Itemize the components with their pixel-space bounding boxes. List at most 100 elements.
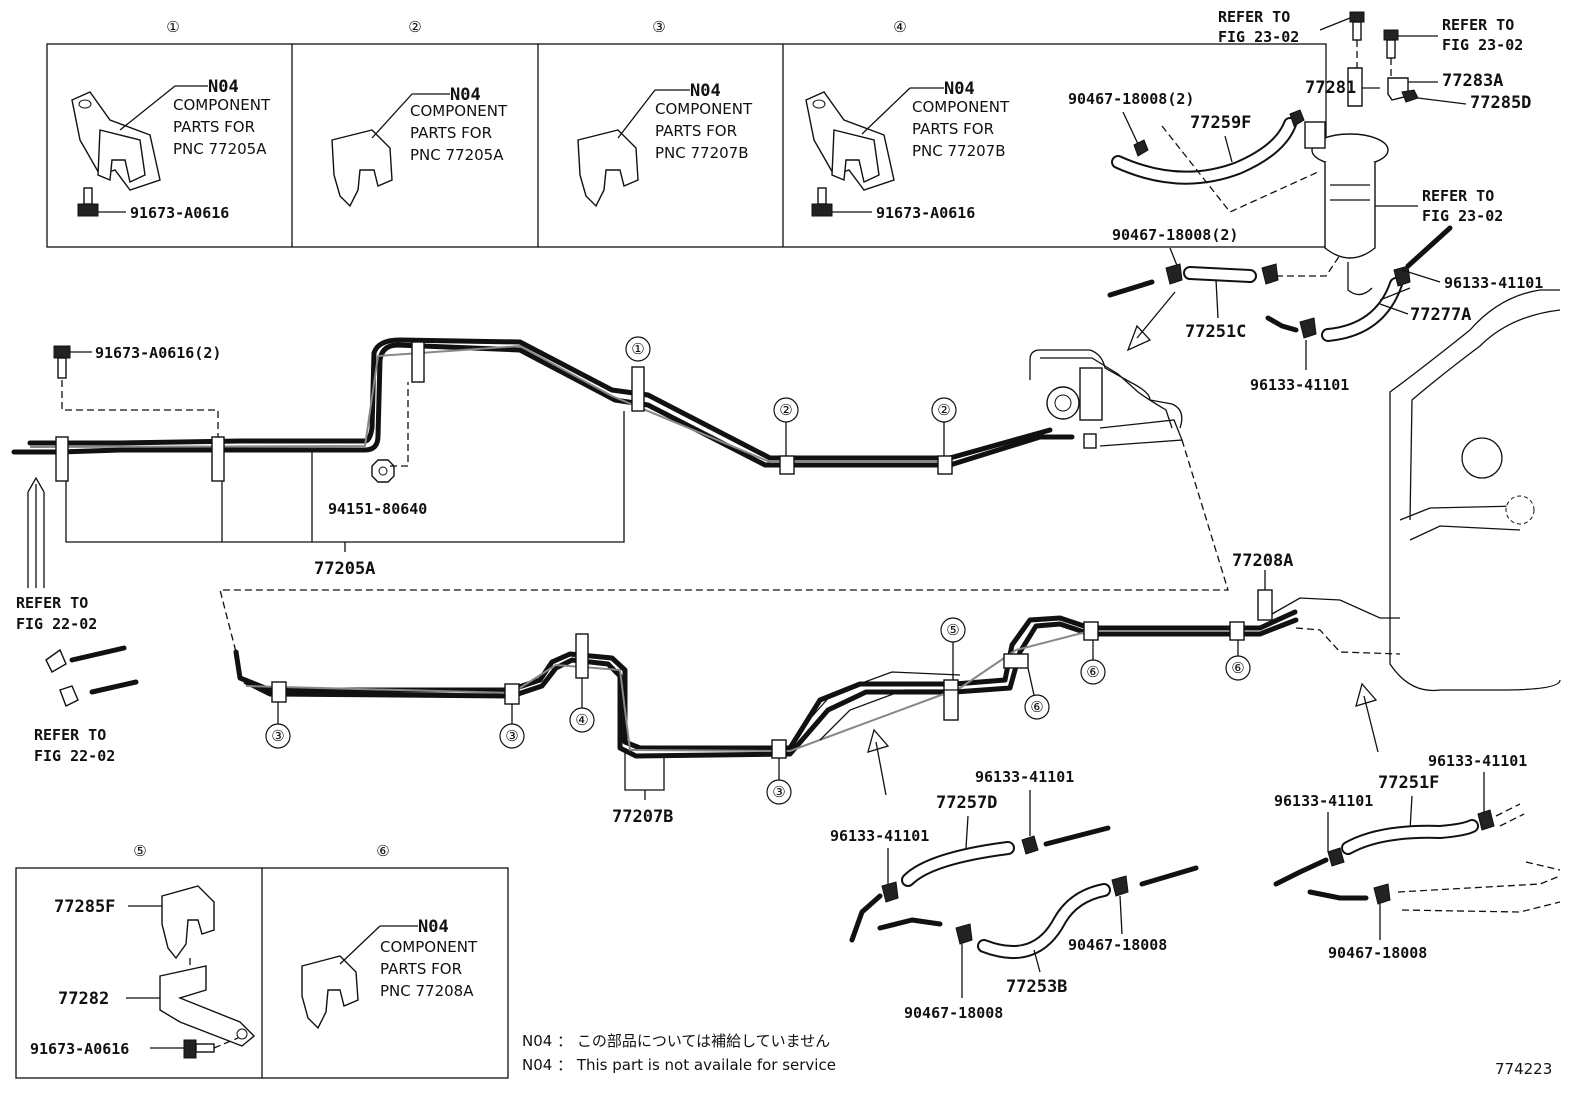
detail-box-1-number: ① [166,18,179,36]
part-96133-41101: 96133-41101 [1274,792,1373,810]
hose-clip-icon [1299,317,1317,339]
callout-2b: ② [937,401,950,419]
part-96133-41101: 96133-41101 [1428,752,1527,770]
hose-clip-icon [1289,109,1305,127]
clip-mark [779,455,795,475]
refer-fig-text: FIG 23-02 [1218,28,1299,46]
hose-clip-icon [45,648,67,673]
fuel-filter-icon [1304,121,1389,296]
part-77253b: 77253B [1006,977,1067,997]
clip-mark [771,739,787,759]
hose-clip-icon [1477,809,1495,831]
note-english: N04 ： This part is not availale for serv… [522,1056,836,1074]
bracket-icon [159,965,256,1047]
clamp-icon [161,885,215,960]
part-96133-41101: 96133-41101 [1250,376,1349,394]
component-text-line1: COMPONENT [173,96,271,114]
n04-code: N04 [450,85,481,105]
note-japanese: N04 ： この部品については補給していません [522,1032,830,1050]
callout-1: ① [631,340,644,358]
n04-code: N04 [690,81,721,101]
component-text-line3: PNC 77207B [655,144,749,162]
part-77205a: 77205A [314,559,375,579]
part-77285f: 77285F [54,897,115,917]
hose-77257d-77253b: 96133-41101 77257D 96133-41101 90467-180… [830,768,1199,1022]
component-text-line3: PNC 77205A [173,140,267,158]
part-77257d: 77257D [936,793,997,813]
callout-6: ⑥ [1030,698,1043,716]
pipe-77207b-77208a: ③ ③ ④ ③ ⑤ ⑥ ⑥ ⑥ 77207B 77208A [233,551,1379,827]
component-text-line3: PNC 77208A [380,982,474,1000]
part-77251c: 77251C [1185,322,1246,342]
component-text-line2: PARTS FOR [380,960,462,978]
detail-box-2-number: ② [408,18,421,36]
figure-number: 774223 [1495,1060,1552,1078]
refer-fig-text: FIG 22-02 [34,747,115,765]
hose-clip-icon [1133,139,1149,157]
hose-clip-icon [1327,847,1345,867]
callout-6b: ⑥ [1086,663,1099,681]
part-91673-a0616-2: 91673-A0616(2) [95,344,221,362]
direction-arrow-icon [1355,682,1379,753]
direction-arrow-icon [1126,291,1176,352]
part-77208a: 77208A [1232,551,1293,571]
detail-box-3-number: ③ [652,18,665,36]
clip-mark [943,679,959,721]
callout-4: ④ [575,711,588,729]
bolt-icon [811,187,833,217]
n04-code: N04 [418,917,449,937]
detail-box-group-top: ① N04 COMPONENT PARTS FOR PNC 77205A 916… [46,18,1327,248]
part-77251f: 77251F [1378,773,1439,793]
part-94151-80640: 94151-80640 [328,500,427,518]
part-96133-41101: 96133-41101 [830,827,929,845]
component-text-line1: COMPONENT [912,98,1010,116]
callout-6c: ⑥ [1231,659,1244,677]
bolt-icon [77,187,99,217]
clip-mark [1257,589,1273,621]
clip-77285d [1401,89,1419,103]
callout-3b: ③ [505,727,518,745]
component-text-line2: PARTS FOR [173,118,255,136]
nut-icon [371,459,395,483]
part-77285d: 77285D [1470,93,1531,113]
part-77207b: 77207B [612,807,673,827]
part-77277a: 77277A [1410,305,1471,325]
detail-box-1: ① N04 COMPONENT PARTS FOR PNC 77205A 916… [71,18,271,222]
hose-clip-icon [59,685,79,707]
hose-clip-icon [1111,875,1129,897]
part-90467-18008-2: 90467-18008(2) [1068,90,1194,108]
part-96133-41101: 96133-41101 [1444,274,1543,292]
bolt-icon [1383,29,1399,59]
callout-2: ② [779,401,792,419]
component-text-line1: COMPONENT [380,938,478,956]
clip-mark [631,366,645,412]
callout-3c: ③ [772,783,785,801]
bolt-label: 91673-A0616 [876,204,975,222]
hose-clip-icon [1165,263,1183,285]
direction-arrow-icon [867,728,890,796]
clamp-icon [301,955,359,1030]
refer-text: REFER TO [1422,187,1494,205]
bolt-icon [53,345,71,379]
clamp-with-bracket-icon [71,91,161,191]
part-90467-18008: 90467-18008 [1068,936,1167,954]
clamp-icon [577,129,639,208]
hose-clip-icon [1021,835,1039,855]
hose-clip-icon [1261,263,1279,285]
detail-box-6: ⑥ N04 COMPONENT PARTS FOR PNC 77208A [301,842,478,1030]
clamp-with-bracket-icon [805,91,895,191]
part-77281: 77281 [1305,78,1356,98]
clip-mark [1229,621,1245,641]
component-text-line1: COMPONENT [655,100,753,118]
refer-text: REFER TO [34,726,106,744]
clip-mark [575,633,589,679]
part-90467-18008-2b: 90467-18008(2) [1112,226,1238,244]
n04-code: N04 [944,79,975,99]
pipe-77205a: 91673-A0616(2) 94151-80640 77205A ① ② ② [11,336,1229,653]
callout-5: ⑤ [946,621,959,639]
detail-box-3: ③ N04 COMPONENT PARTS FOR PNC 77207B [577,18,753,208]
part-77259f: 77259F [1190,113,1251,133]
refer-text: REFER TO [16,594,88,612]
hose-clip-icon [881,881,899,903]
direction-arrow-icon [27,476,45,588]
